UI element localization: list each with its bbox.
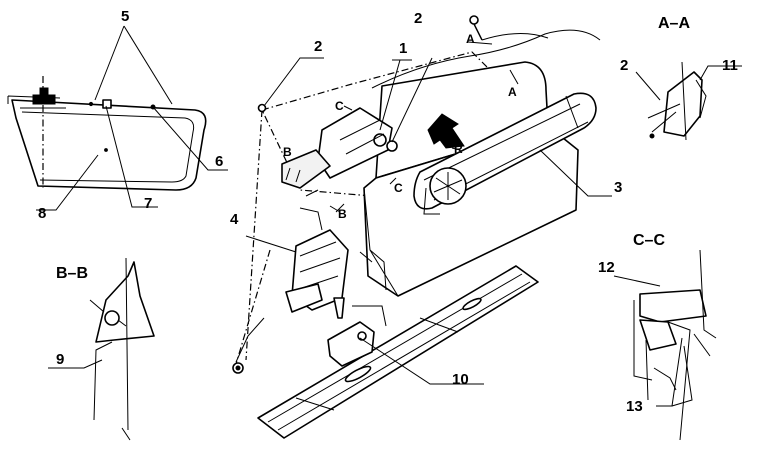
lock-cylinder [423, 167, 467, 215]
sill-strip [257, 265, 539, 439]
callout-7: 7 [144, 195, 152, 212]
marker-c-mid: C [394, 181, 403, 195]
section-bb-detail [48, 257, 155, 441]
marker-c-top: C [335, 99, 344, 113]
marker-b-left: B [283, 145, 292, 159]
marker-a-mid: A [508, 85, 517, 99]
callout-6: 6 [215, 153, 223, 170]
main-assembly [232, 15, 612, 439]
section-cc-title: C–C [633, 232, 665, 249]
screw-left [257, 57, 324, 113]
marker-a-top: A [466, 32, 475, 46]
callout-11: 11 [722, 57, 738, 74]
section-cc-detail [613, 249, 717, 441]
callout-1: 1 [399, 40, 407, 57]
lid-view [7, 25, 228, 211]
callout-2-left: 2 [314, 38, 322, 55]
lock-bracket [327, 297, 484, 385]
section-bb-title: B–B [56, 265, 88, 282]
marker-r: R [454, 142, 463, 156]
section-aa-detail [635, 61, 742, 141]
marker-b-mid: B [338, 207, 347, 221]
callout-2-aa: 2 [620, 57, 628, 74]
callout-3: 3 [614, 179, 622, 196]
callout-8: 8 [38, 205, 46, 222]
latch-assembly [232, 109, 349, 374]
callout-12: 12 [598, 259, 615, 276]
callout-4: 4 [230, 211, 239, 228]
screw-top [469, 15, 549, 41]
callout-13: 13 [626, 398, 643, 415]
section-aa-title: A–A [658, 15, 690, 32]
callout-9: 9 [56, 351, 64, 368]
callout-2-top: 2 [414, 10, 422, 27]
rotation-arrow [427, 113, 465, 149]
hinge-bracket [281, 107, 398, 189]
callout-10: 10 [452, 371, 469, 388]
callout-5: 5 [121, 8, 129, 25]
